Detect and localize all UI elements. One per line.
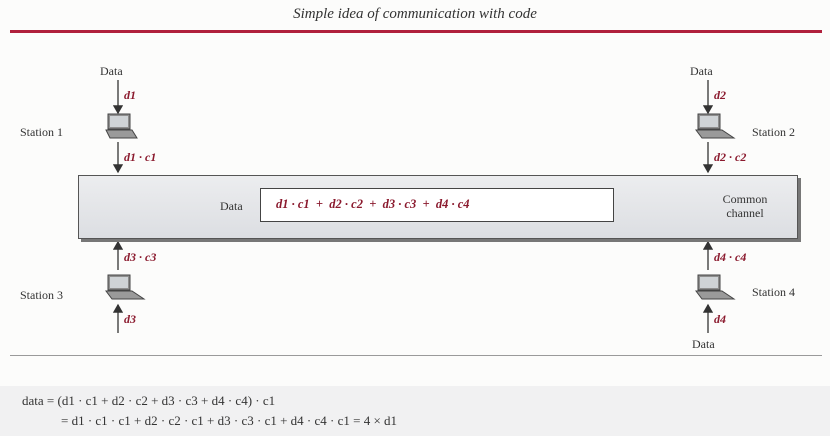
formula-line-1: data = (d1 · c1 + d2 · c2 + d3 · c3 + d4… (22, 393, 276, 408)
station-2-name: Station 2 (752, 125, 796, 139)
combined-data-box (260, 188, 614, 222)
diagram-title: Simple idea of communication with code (293, 6, 537, 22)
station-1-data-label: Data (100, 64, 123, 78)
station-2-coded: d2 · c2 (714, 150, 747, 164)
common-channel (78, 175, 798, 239)
formula-line-2: = d1 · c1 · c1 + d2 · c2 · c1 + d3 · c3 … (61, 413, 398, 428)
station-4-coded: d4 · c4 (714, 250, 747, 264)
formula-panel (0, 386, 830, 436)
section-divider (10, 355, 822, 356)
common-channel-label: Common channel (700, 192, 790, 220)
station-3-input: d3 (124, 312, 136, 326)
title-divider (10, 30, 822, 33)
channel-data-label: Data (220, 199, 243, 213)
laptop-icon (695, 113, 736, 139)
laptop-icon (695, 274, 736, 300)
station-4-input: d4 (714, 312, 726, 326)
channel-name-line2: channel (726, 206, 764, 220)
channel-name-line1: Common (722, 192, 768, 206)
laptop-icon (105, 274, 146, 300)
station-1-name: Station 1 (20, 125, 64, 139)
station-4-name: Station 4 (752, 285, 796, 299)
station-2-data-label: Data (690, 64, 713, 78)
station-2-input: d2 (714, 88, 726, 102)
station-3-coded: d3 · c3 (124, 250, 157, 264)
combined-data-expression: d1 · c1 + d2 · c2 + d3 · c3 + d4 · c4 (276, 197, 470, 211)
laptop-icon (105, 113, 138, 139)
station-1-input: d1 (124, 88, 136, 102)
station-3-name: Station 3 (20, 288, 64, 302)
station-1-coded: d1 · c1 (124, 150, 157, 164)
station-4-data-label: Data (692, 337, 715, 351)
